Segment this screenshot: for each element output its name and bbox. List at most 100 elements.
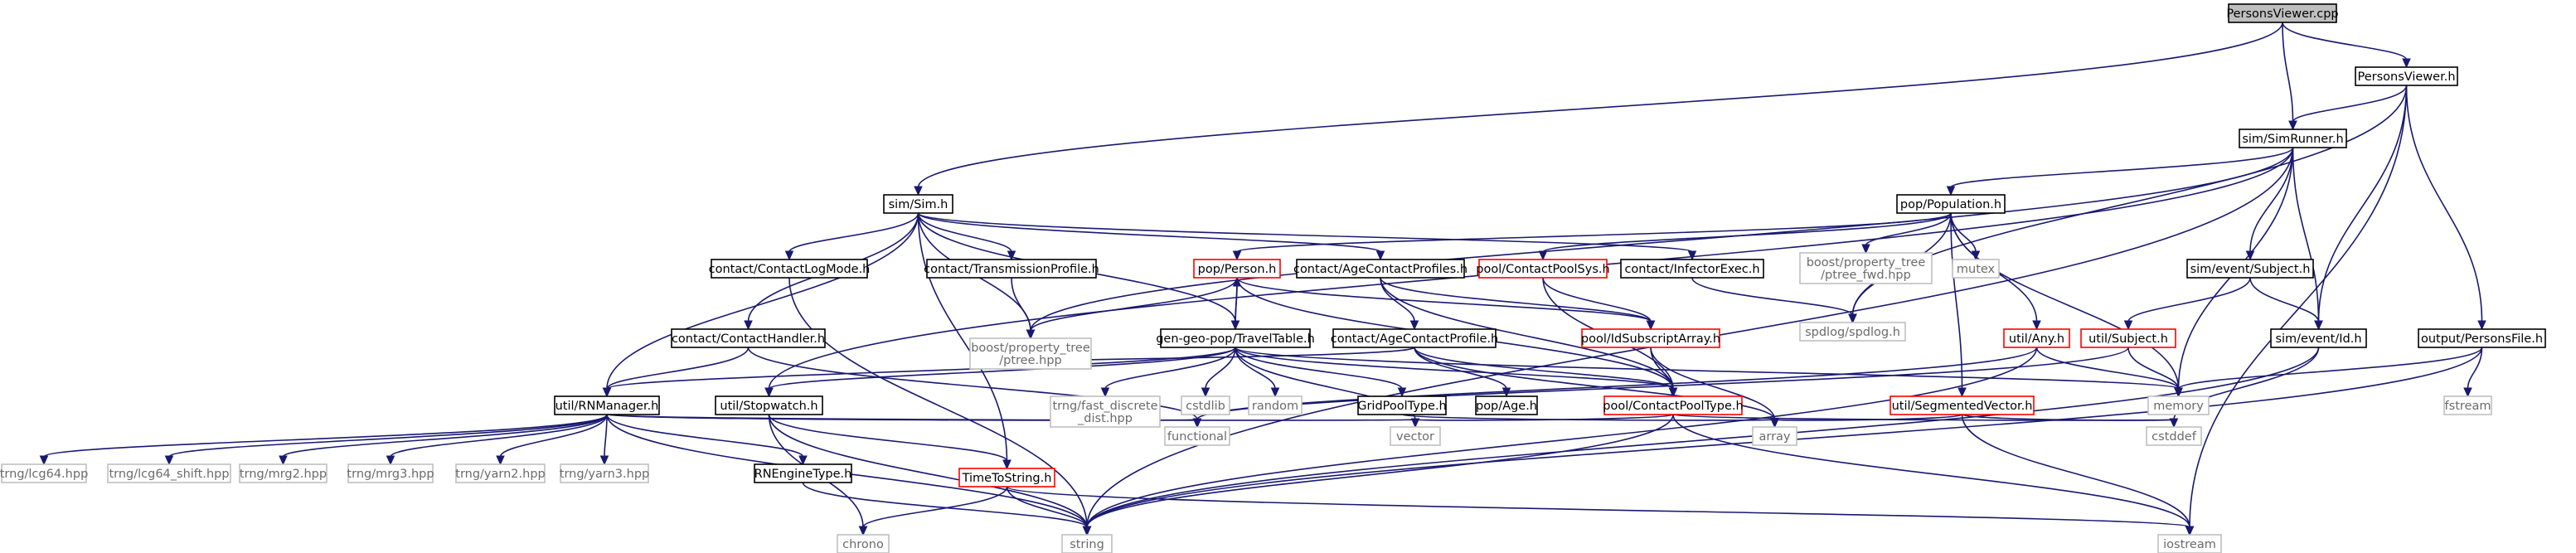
node-string: string bbox=[1061, 534, 1113, 553]
node-box bbox=[2157, 534, 2222, 553]
node-label: iostream bbox=[2163, 538, 2216, 551]
edge-sim-event-subject-h-to-sim-event-id-h bbox=[2249, 277, 2323, 331]
edge-util-rnmanager-h-to-trng-lcg64-hpp bbox=[39, 414, 608, 466]
node-label: contact/AgeContactProfiles.h bbox=[1293, 263, 1467, 276]
node-util-segmentedvector-h[interactable]: util/SegmentedVector.h bbox=[1890, 395, 2035, 415]
node-box bbox=[1050, 395, 1161, 428]
edge-output-personsfile-h-to-memory bbox=[2174, 347, 2483, 398]
node-label: TimeToString.h bbox=[962, 472, 1052, 485]
node-trng-lcg64-hpp: trng/lcg64.hpp bbox=[0, 463, 88, 483]
edge-sim-sim-h-to-contact-infectorexec-h bbox=[917, 212, 1697, 261]
edge-gen-geo-pop-traveltable-h-to-util-rnmanager-h bbox=[602, 347, 1236, 398]
node-personsviewer-h[interactable]: PersonsViewer.h bbox=[2355, 66, 2458, 86]
node-label: trng/mrg2.hpp bbox=[240, 468, 327, 481]
node-box bbox=[1581, 328, 1720, 348]
node-contact-contacthandler-h[interactable]: contact/ContactHandler.h bbox=[671, 328, 826, 348]
node-box bbox=[2147, 395, 2210, 415]
node-label: util/Stopwatch.h bbox=[720, 400, 817, 413]
node-contact-infectorexec-h[interactable]: contact/InfectorExec.h bbox=[1620, 259, 1764, 279]
node-box bbox=[1952, 259, 2000, 279]
edge-contact-agecontactprofiles-h-to-contact-agecontactprofile-h bbox=[1380, 277, 1419, 331]
edge-gen-geo-pop-traveltable-h-to-trng-fast-discrete-dist-hpp bbox=[1100, 347, 1236, 398]
node-pool-contactpooltype-h[interactable]: pool/ContactPoolType.h bbox=[1603, 395, 1744, 415]
node-label: chrono bbox=[842, 538, 884, 551]
node-rnenginetype-h[interactable]: RNEngineType.h bbox=[754, 463, 852, 483]
node-spdlog-spdlog-h: spdlog/spdlog.h bbox=[1799, 322, 1906, 342]
node-box bbox=[1248, 395, 1303, 415]
edge-util-rnmanager-h-to-vector bbox=[606, 414, 1420, 436]
node-label: trng/lcg64_shift.hpp bbox=[109, 468, 229, 481]
node-util-any-h[interactable]: util/Any.h bbox=[2003, 328, 2070, 348]
edge-gen-geo-pop-traveltable-h-to-cstdlib bbox=[1201, 347, 1236, 398]
node-cstddef: cstddef bbox=[2146, 426, 2202, 446]
node-gridpooltype-h[interactable]: GridPoolType.h bbox=[1357, 395, 1447, 415]
node-boost-property-tree-ptree-hpp: boost/property_tree/ptree.hpp bbox=[969, 337, 1092, 370]
node-label: sim/Sim.h bbox=[889, 198, 948, 211]
node-box bbox=[754, 463, 852, 483]
node-pop-age-h[interactable]: pop/Age.h bbox=[1475, 395, 1538, 415]
node-label: contact/ContactLogMode.h bbox=[709, 263, 871, 276]
node-box bbox=[1390, 426, 1441, 446]
node-label: RNEngineType.h bbox=[754, 468, 852, 481]
node-box bbox=[560, 463, 649, 483]
node-box bbox=[711, 259, 868, 279]
edge-sim-simrunner-h-to-sim-event-id-h bbox=[2292, 147, 2323, 331]
node-contact-transmissionprofile-h[interactable]: contact/TransmissionProfile.h bbox=[924, 259, 1099, 279]
node-box bbox=[671, 328, 826, 348]
node-box bbox=[837, 534, 890, 553]
node-label: util/Any.h bbox=[2009, 332, 2064, 346]
edge-sim-simrunner-h-to-pop-population-h bbox=[1946, 147, 2294, 196]
node-label: contact/TransmissionProfile.h bbox=[924, 263, 1099, 276]
node-label: util/Subject.h bbox=[2088, 332, 2168, 346]
node-contact-contactlogmode-h[interactable]: contact/ContactLogMode.h bbox=[709, 259, 871, 279]
node-util-rnmanager-h[interactable]: util/RNManager.h bbox=[554, 395, 660, 415]
node-label: functional bbox=[1167, 430, 1227, 444]
node-functional: functional bbox=[1164, 426, 1230, 446]
node-pool-contactpoolsys-h[interactable]: pool/ContactPoolSys.h bbox=[1476, 259, 1610, 279]
node-box bbox=[2003, 328, 2070, 348]
edge-gen-geo-pop-traveltable-h-to-gridpooltype-h bbox=[1235, 347, 1407, 398]
edge-output-personsfile-h-to-fstream bbox=[2463, 347, 2483, 398]
node-box bbox=[1752, 426, 1797, 446]
node-gen-geo-pop-traveltable-h[interactable]: gen-geo-pop/TravelTable.h bbox=[1156, 328, 1315, 348]
node-contact-agecontactprofile-h[interactable]: contact/AgeContactProfile.h bbox=[1331, 328, 1499, 348]
node-sim-event-id-h[interactable]: sim/event/Id.h bbox=[2270, 328, 2367, 348]
edge-pop-population-h-to-util-segmentedvector-h bbox=[1950, 212, 1967, 398]
node-label: contact/ContactHandler.h bbox=[672, 332, 825, 346]
node-sim-event-subject-h[interactable]: sim/event/Subject.h bbox=[2186, 259, 2314, 279]
node-label: trng/mrg3.hpp bbox=[347, 468, 434, 481]
edge-sim-sim-h-to-contact-contactlogmode-h bbox=[784, 212, 919, 261]
node-sim-sim-h[interactable]: sim/Sim.h bbox=[883, 194, 953, 214]
node-box bbox=[715, 395, 823, 415]
node-label: /ptree.hpp bbox=[999, 354, 1061, 367]
node-fstream: fstream bbox=[2443, 395, 2492, 415]
node-util-subject-h[interactable]: util/Subject.h bbox=[2080, 328, 2176, 348]
edge-personsviewer-h-to-sim-simrunner-h bbox=[2288, 85, 2408, 131]
node-box bbox=[1799, 252, 1933, 284]
node-boost-property-tree-ptree-fwd-hpp: boost/property_tree/ptree_fwd.hpp bbox=[1799, 252, 1933, 284]
node-personsviewer-cpp[interactable]: PersonsViewer.cpp bbox=[2226, 3, 2339, 23]
node-util-stopwatch-h[interactable]: util/Stopwatch.h bbox=[715, 395, 823, 415]
node-output-personsfile-h[interactable]: output/PersonsFile.h bbox=[2418, 328, 2546, 348]
edge-contact-agecontactprofile-h-to-pool-contactpooltype-h bbox=[1414, 347, 1678, 398]
edge-util-stopwatch-h-to-timetostring-h bbox=[768, 414, 1011, 470]
edge-gen-geo-pop-traveltable-h-to-util-stopwatch-h bbox=[764, 347, 1236, 398]
node-contact-agecontactprofiles-h[interactable]: contact/AgeContactProfiles.h bbox=[1293, 259, 1467, 279]
node-label: sim/SimRunner.h bbox=[2242, 133, 2343, 146]
node-sim-simrunner-h[interactable]: sim/SimRunner.h bbox=[2239, 129, 2347, 148]
edge-personsviewer-h-to-iostream bbox=[2185, 85, 2408, 536]
node-timetostring-h[interactable]: TimeToString.h bbox=[958, 468, 1055, 488]
node-box bbox=[1475, 395, 1538, 415]
node-pool-idsubscriptarray-h[interactable]: pool/IdSubscriptArray.h bbox=[1581, 328, 1720, 348]
node-pop-population-h[interactable]: pop/Population.h bbox=[1896, 194, 2006, 214]
node-trng-mrg2-hpp: trng/mrg2.hpp bbox=[239, 463, 327, 483]
node-pop-person-h[interactable]: pop/Person.h bbox=[1193, 259, 1281, 279]
node-box bbox=[1193, 259, 1281, 279]
edge-sim-simrunner-h-to-boost-property-tree-ptree-hpp bbox=[1026, 147, 2294, 340]
node-vector: vector bbox=[1390, 426, 1441, 446]
node-box bbox=[1357, 395, 1447, 415]
edge-util-rnmanager-h-to-trng-lcg64-shift-hpp bbox=[164, 414, 608, 466]
node-box bbox=[2239, 129, 2347, 148]
